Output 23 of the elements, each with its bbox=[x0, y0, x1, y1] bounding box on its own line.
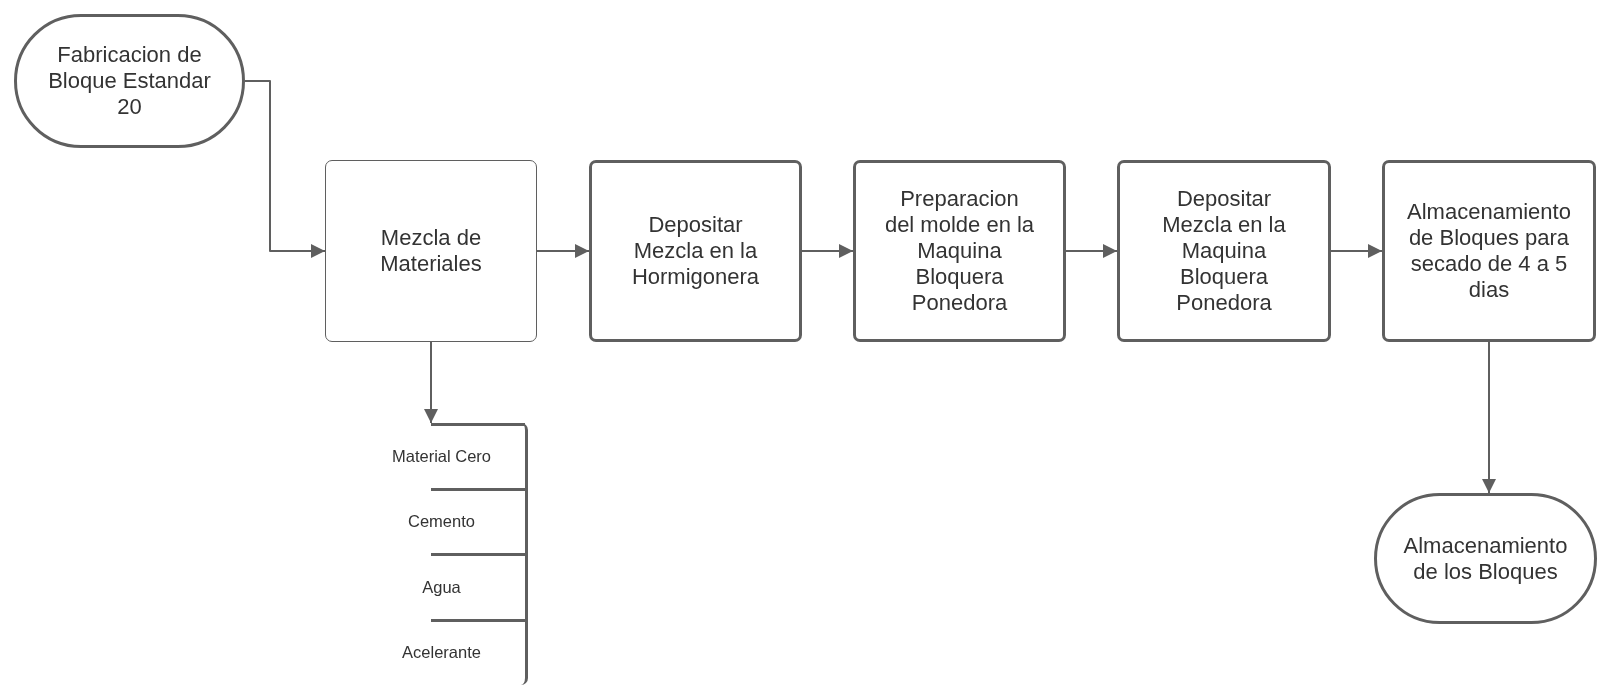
process-box bbox=[853, 160, 1066, 342]
node-label: Depositar Mezcla en la Hormigonera bbox=[630, 212, 761, 290]
list-item-label: Acelerante bbox=[401, 642, 482, 663]
arrow bbox=[1482, 341, 1496, 494]
arrow bbox=[1330, 244, 1383, 258]
node-label: Mezcla de Materiales bbox=[379, 225, 483, 277]
node-label: Almacenamiento de Bloques para secado de 4 a 5 dias bbox=[1406, 199, 1572, 303]
list-item-label: Material Cero bbox=[390, 445, 492, 466]
node-label: Depositar Mezcla en la Maquina Bloquera Ponedora bbox=[1161, 186, 1287, 316]
node-label: Preparacion del molde en la Maquina Bloquera Ponedora bbox=[883, 186, 1036, 316]
arrow bbox=[801, 244, 854, 258]
node-label: Almacenamiento de los Bloques bbox=[1402, 532, 1569, 585]
list-item-label: Agua bbox=[421, 576, 462, 597]
arrow bbox=[1065, 244, 1118, 258]
node-label: Fabricacion de Bloque Estandar 20 bbox=[47, 42, 212, 120]
process-box bbox=[325, 160, 537, 342]
arrow bbox=[424, 341, 438, 424]
list-item-label: Cemento bbox=[407, 511, 476, 532]
process-box bbox=[1117, 160, 1331, 342]
arrow bbox=[536, 244, 590, 258]
arrow bbox=[244, 80, 326, 258]
process-box bbox=[589, 160, 802, 342]
process-box bbox=[1382, 160, 1596, 342]
